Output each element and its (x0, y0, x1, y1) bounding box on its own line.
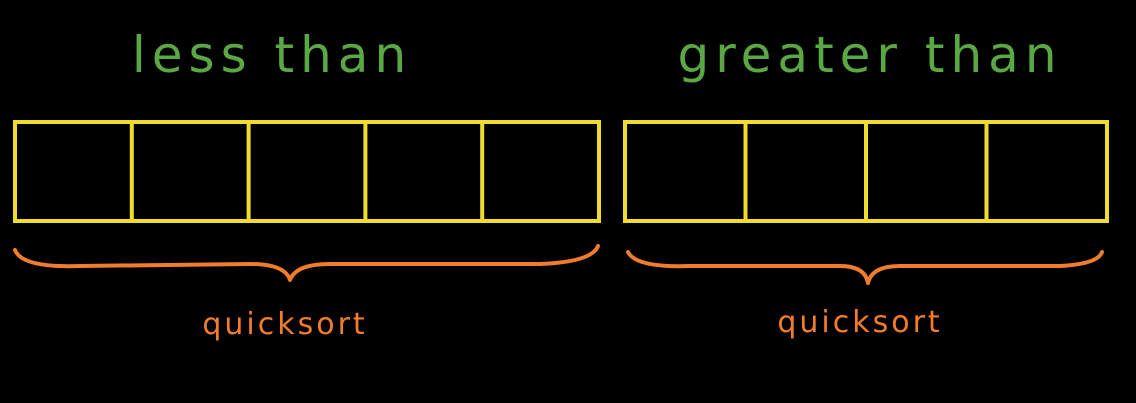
operation-label-greater-than: quicksort (777, 305, 942, 340)
partition-greater-than: greater than quicksort (623, 26, 1109, 340)
cell-dividers-greater-than (743, 122, 989, 221)
operation-label-less-than: quicksort (202, 307, 367, 342)
partition-label-greater-than: greater than (677, 26, 1062, 84)
cell-dividers-less-than (129, 122, 485, 221)
brace-less-than (13, 244, 600, 282)
partition-label-less-than: less than (132, 26, 412, 84)
array-less-than (13, 120, 601, 223)
brace-greater-than (626, 250, 1104, 285)
partition-less-than: less than quicksort (13, 26, 601, 342)
